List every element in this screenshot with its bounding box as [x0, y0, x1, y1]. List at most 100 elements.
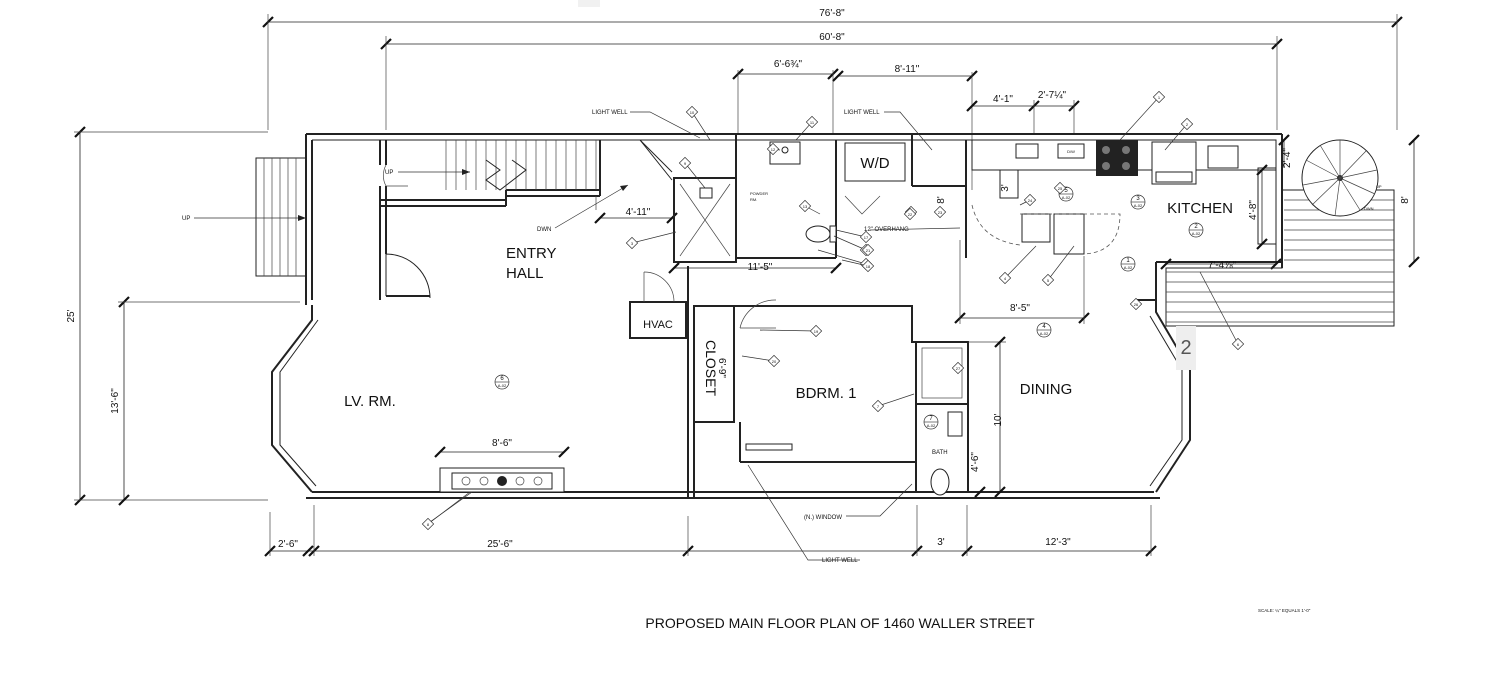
overall-width-label: 76'-8" — [819, 8, 845, 19]
svg-text:21: 21 — [866, 248, 871, 253]
callout-diamond: 26 — [1129, 297, 1143, 311]
scale-note: SCALE: ¼" EQUALS 1'-0" — [1258, 608, 1311, 613]
svg-text:A-02: A-02 — [1040, 331, 1049, 336]
building-width-dimension: 60'-8" — [380, 32, 1283, 130]
room-dining: DINING — [1020, 381, 1073, 398]
laundry-room: W/D 12" OVERHANG 8' — [844, 134, 967, 258]
powder-width-dimension: 6'-6¾" — [732, 59, 839, 135]
room-bedroom: BDRM. 1 — [796, 385, 857, 402]
svg-text:20: 20 — [772, 359, 777, 364]
callout-diamond: 7 — [871, 393, 915, 413]
callout-diamond: 21 — [861, 243, 875, 257]
callout-diamond: 12 — [766, 142, 781, 156]
living-width-label: 25'-6" — [487, 539, 513, 550]
svg-text:8: 8 — [427, 522, 430, 527]
callout-diamond: 25 — [1053, 181, 1067, 195]
callout-diamond: 9 — [678, 156, 706, 189]
room-hvac: HVAC — [643, 319, 673, 331]
svg-text:A-02: A-02 — [1062, 195, 1071, 200]
detail-marker: 4 A-02 — [1036, 322, 1052, 338]
svg-text:19: 19 — [814, 329, 819, 334]
living-room: LV. RM. 8'-6" — [344, 266, 689, 523]
entry-down-label: DWN — [537, 227, 551, 233]
svg-text:7: 7 — [877, 404, 880, 409]
stair-landing-dim: 4'-11" — [626, 207, 651, 218]
room-entry-hall-line2: HALL — [506, 265, 544, 282]
dining-width-label: 12'-3" — [1045, 537, 1071, 548]
svg-text:A-02: A-02 — [1192, 231, 1201, 236]
light-well-note-1: LIGHT WELL — [592, 110, 628, 116]
bath: BATH 10' 4'-6" — [915, 336, 1006, 498]
svg-text:18: 18 — [866, 264, 871, 269]
kitchen: D/W KITCHEN 4'-8" 2'-4" 3' 7'-4⅞" — [954, 134, 1293, 324]
overhang-note: 12" OVERHANG — [864, 227, 909, 233]
svg-text:7: 7 — [929, 416, 933, 422]
svg-text:27: 27 — [956, 366, 961, 371]
building-width-label: 60'-8" — [819, 32, 845, 43]
page-number-tab: 2 — [1176, 326, 1196, 370]
kitchen-small-dimensions: 4'-1" 2'-7¼" — [966, 89, 1080, 135]
callout-diamond: 19 — [759, 324, 823, 338]
callout-diamond: 24 — [1019, 193, 1037, 207]
callout-diamond: 11 — [795, 115, 819, 141]
room-living: LV. RM. — [344, 393, 396, 410]
svg-text:5: 5 — [1047, 278, 1050, 283]
room-entry-hall: ENTRY — [506, 245, 557, 262]
detail-marker: 6 A-02 — [494, 374, 510, 390]
hall-length-dim: 11'-5" — [748, 262, 773, 273]
bath-dim-b: 4'-6" — [970, 452, 981, 472]
svg-text:23: 23 — [938, 210, 943, 215]
powder-room-label: POWDER — [750, 191, 768, 196]
svg-text:2: 2 — [1186, 122, 1189, 127]
bath-width-label: 3' — [937, 537, 945, 548]
overall-depth-dimension: 25' — [66, 126, 268, 506]
svg-text:A-02: A-02 — [1124, 265, 1133, 270]
rear-deck: UP DWN 8' — [1165, 134, 1420, 327]
laundry-side-dim: 8' — [936, 196, 947, 204]
deck-down-label: DWN — [1364, 206, 1374, 211]
callout-diamond: 13 — [798, 199, 821, 215]
front-depth-dimension: 13'-6" — [110, 296, 300, 506]
svg-text:26: 26 — [1134, 302, 1139, 307]
laundry-width-label: 8'-11" — [895, 64, 920, 75]
svg-text:A-02: A-02 — [498, 383, 507, 388]
detail-marker: 3 A-02 — [1130, 194, 1146, 210]
svg-text:3: 3 — [1136, 196, 1140, 202]
svg-text:1: 1 — [1158, 95, 1161, 100]
callout-diamond: 27 — [951, 361, 965, 375]
deck-up-label: UP — [1376, 184, 1382, 189]
callout-diamond: 8 — [421, 491, 471, 531]
front-depth-label: 13'-6" — [110, 388, 121, 414]
svg-text:13: 13 — [803, 204, 808, 209]
entry-up-label: UP — [385, 170, 393, 176]
deck-offset-dim: 7'-4⅞" — [1208, 260, 1237, 271]
laundry-label: W/D — [860, 155, 889, 172]
kitchen-dim-b-label: 2'-7¼" — [1038, 89, 1067, 101]
light-well-notes: LIGHT WELL LIGHT WELL LIGHT WELL — [592, 110, 933, 564]
bedroom: BDRM. 1 (N.) WINDOW — [693, 299, 917, 521]
callout-diamond: 17 — [835, 229, 873, 244]
callout-diamond: 2 — [1164, 117, 1194, 151]
svg-text:A-02: A-02 — [1134, 203, 1143, 208]
callout-diamond: 23 — [933, 205, 947, 219]
closet: CLOSET 6'-9" — [693, 305, 735, 423]
light-well-note-3: LIGHT WELL — [822, 558, 858, 564]
room-kitchen: KITCHEN — [1167, 200, 1233, 217]
svg-text:17: 17 — [864, 235, 869, 240]
entry-hall: UP DWN ENTRY HALL 4'-11" — [379, 139, 678, 300]
svg-text:24: 24 — [1028, 198, 1033, 203]
stoop-dim-label: 2'-6" — [278, 539, 298, 550]
drawing-title: PROPOSED MAIN FLOOR PLAN OF 1460 WALLER … — [645, 615, 1035, 631]
closet-depth-dim: 6'-9" — [716, 358, 727, 378]
detail-marker: 2 A-02 — [1188, 222, 1204, 238]
callout-diamond: 20 — [741, 354, 781, 368]
detail-marker: 7 A-02 — [923, 414, 939, 430]
kitchen-dim-a-label: 4'-1" — [993, 94, 1013, 105]
kitchen-depth-dim: 4'-8" — [1248, 200, 1259, 220]
fireplace-dim: 8'-6" — [492, 438, 512, 449]
cabinet-side-dim: 3' — [1000, 184, 1011, 192]
callout-diamond: 1 — [1119, 90, 1166, 141]
hvac-closet: HVAC — [629, 271, 687, 339]
svg-text:11: 11 — [810, 120, 815, 125]
scan-mark — [578, 0, 600, 7]
